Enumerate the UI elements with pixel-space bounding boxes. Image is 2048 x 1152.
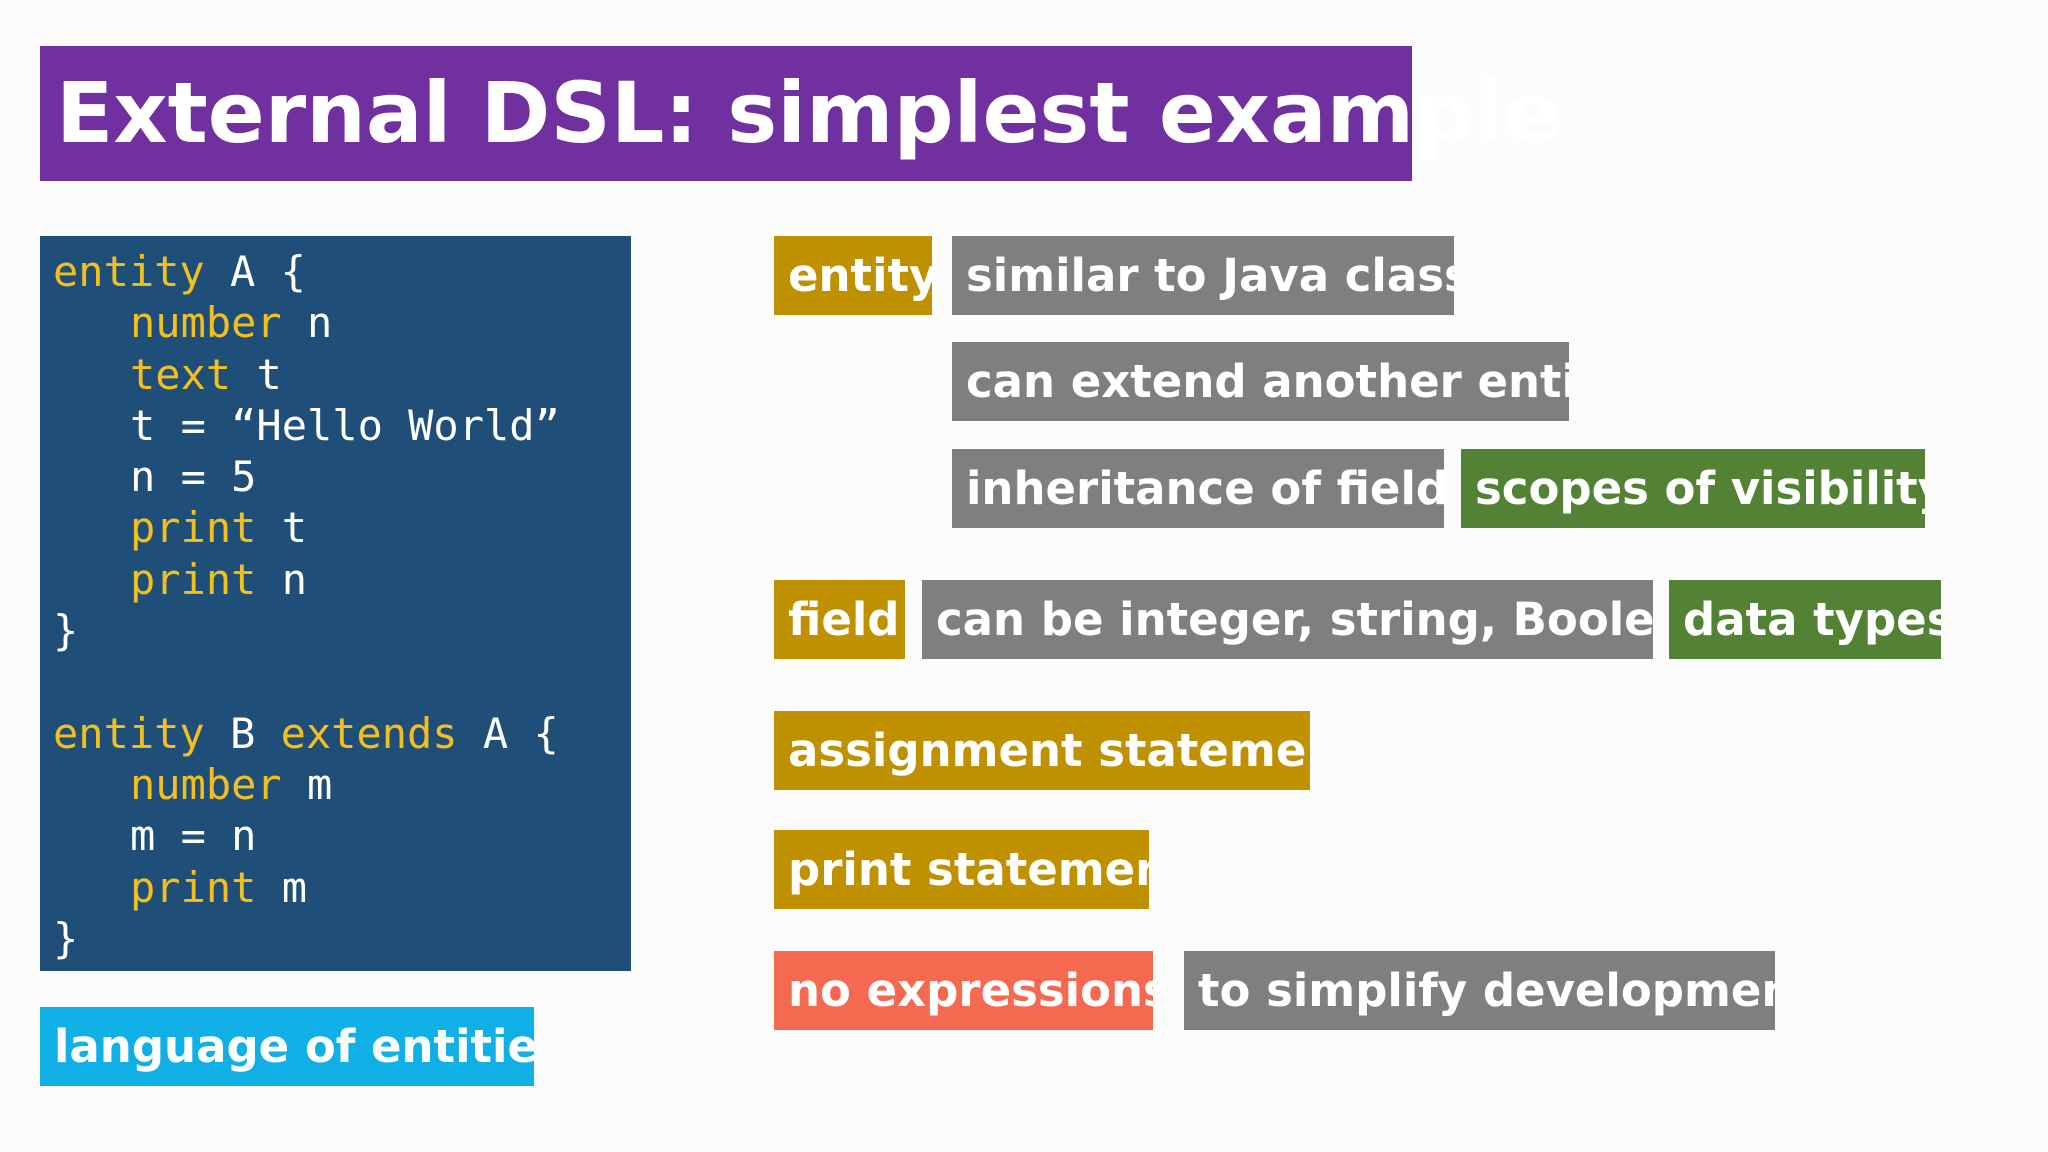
code-text: A { — [204, 247, 306, 296]
code-keyword: print — [130, 554, 257, 604]
code-text: } — [53, 913, 79, 963]
language-caption: language of entities — [40, 1007, 534, 1086]
inheritance-tag: inheritance of fields — [952, 449, 1444, 528]
code-keyword: number — [130, 759, 282, 809]
code-text: B — [204, 708, 281, 758]
code-line: } — [40, 913, 631, 964]
code-blank-line — [40, 656, 631, 707]
code-keyword: extends — [280, 708, 458, 758]
code-text: } — [53, 606, 79, 656]
code-line: t = “Hello World” — [40, 400, 631, 451]
code-line: print n — [40, 554, 631, 605]
code-line: } — [40, 605, 631, 656]
code-text: m = n — [130, 811, 257, 861]
code-line: entity A { — [40, 246, 631, 297]
code-text: m — [281, 759, 333, 809]
assignment-statement-tag: assignment statement — [774, 711, 1310, 790]
code-text: m — [256, 862, 308, 912]
code-text: t — [231, 349, 282, 399]
print-statement-tag: print statement — [774, 830, 1149, 909]
simplify-development-tag: to simplify development — [1184, 951, 1775, 1030]
code-keyword: entity — [53, 708, 205, 758]
entity-tag: entity — [774, 236, 932, 315]
code-block: entity A { number n text t t = “Hello Wo… — [40, 236, 631, 971]
code-text: t = “Hello World” — [130, 400, 560, 450]
field-types-tag: can be integer, string, Boolean — [922, 580, 1653, 659]
extend-entity-tag: can extend another entity — [952, 342, 1569, 421]
no-expressions-tag: no expressions — [774, 951, 1153, 1030]
data-types-tag: data types — [1669, 580, 1941, 659]
scopes-of-visibility-tag: scopes of visibility — [1461, 449, 1925, 528]
code-line: number m — [40, 759, 631, 810]
code-line: print m — [40, 862, 631, 913]
code-text: n — [281, 298, 333, 348]
entity-description-tag: similar to Java class — [952, 236, 1454, 315]
code-line: entity B extends A { — [40, 708, 631, 759]
code-keyword: entity — [53, 247, 205, 296]
field-tag: field — [774, 580, 905, 659]
code-text: n = 5 — [130, 452, 257, 502]
code-keyword: print — [130, 503, 257, 553]
slide-title: External DSL: simplest example — [56, 64, 1561, 162]
code-line: number n — [40, 297, 631, 348]
code-keyword: text — [130, 349, 232, 399]
code-keyword: print — [130, 862, 257, 912]
code-text: t — [256, 503, 308, 553]
code-line: print t — [40, 502, 631, 553]
code-keyword: number — [130, 298, 282, 348]
title-banner: External DSL: simplest example — [40, 46, 1560, 181]
code-text: n — [256, 554, 308, 604]
code-text: A { — [457, 708, 559, 758]
code-line: text t — [40, 349, 631, 400]
code-line: m = n — [40, 810, 631, 861]
code-line: n = 5 — [40, 451, 631, 502]
